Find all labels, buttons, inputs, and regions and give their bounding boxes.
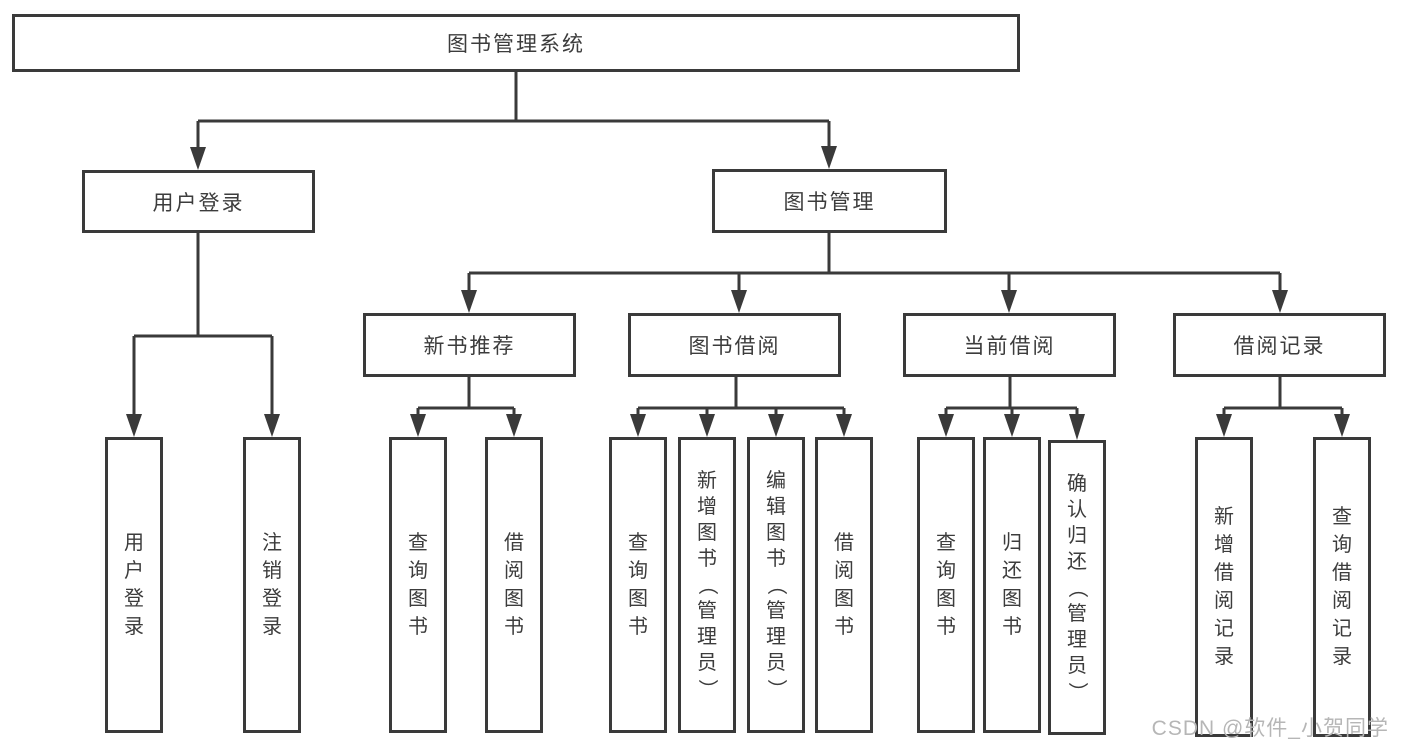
edge-book-management-children — [467, 233, 1282, 296]
edge-root-to-level2 — [196, 70, 831, 152]
leaf-query-book-recommend: 查询图书 — [389, 437, 447, 733]
node-library-system: 图书管理系统 — [12, 14, 1020, 72]
leaf-add-book-admin: 新增图书（管理员） — [678, 437, 736, 733]
node-borrow-records: 借阅记录 — [1173, 313, 1386, 377]
arrowheads — [126, 146, 1350, 440]
leaf-return-book: 归还图书 — [983, 437, 1041, 733]
leaf-query-borrow-record: 查询借阅记录 — [1313, 437, 1371, 737]
edge-user-login-children — [132, 233, 274, 420]
node-book-management: 图书管理 — [712, 169, 947, 233]
leaf-borrow-book-recommend: 借阅图书 — [485, 437, 543, 733]
node-current-borrow: 当前借阅 — [903, 313, 1116, 377]
leaf-user-login: 用户登录 — [105, 437, 163, 733]
leaf-edit-book-admin: 编辑图书（管理员） — [747, 437, 805, 733]
leaf-borrow-book: 借阅图书 — [815, 437, 873, 733]
node-new-book-recommend: 新书推荐 — [363, 313, 576, 377]
edge-book-borrow-children — [636, 377, 846, 420]
edge-current-borrow-children — [944, 377, 1079, 420]
edge-borrow-records-children — [1222, 377, 1344, 420]
edge-new-book-children — [416, 377, 516, 420]
node-book-borrow: 图书借阅 — [628, 313, 841, 377]
node-user-login: 用户登录 — [82, 170, 315, 233]
leaf-query-book-borrow: 查询图书 — [609, 437, 667, 733]
watermark-csdn: CSDN @软件_小贺同学 — [1151, 717, 1389, 740]
leaf-logout: 注销登录 — [243, 437, 301, 733]
leaf-add-borrow-record: 新增借阅记录 — [1195, 437, 1253, 737]
leaf-confirm-return-admin: 确认归还（管理员） — [1048, 440, 1106, 735]
leaf-query-book-current: 查询图书 — [917, 437, 975, 733]
